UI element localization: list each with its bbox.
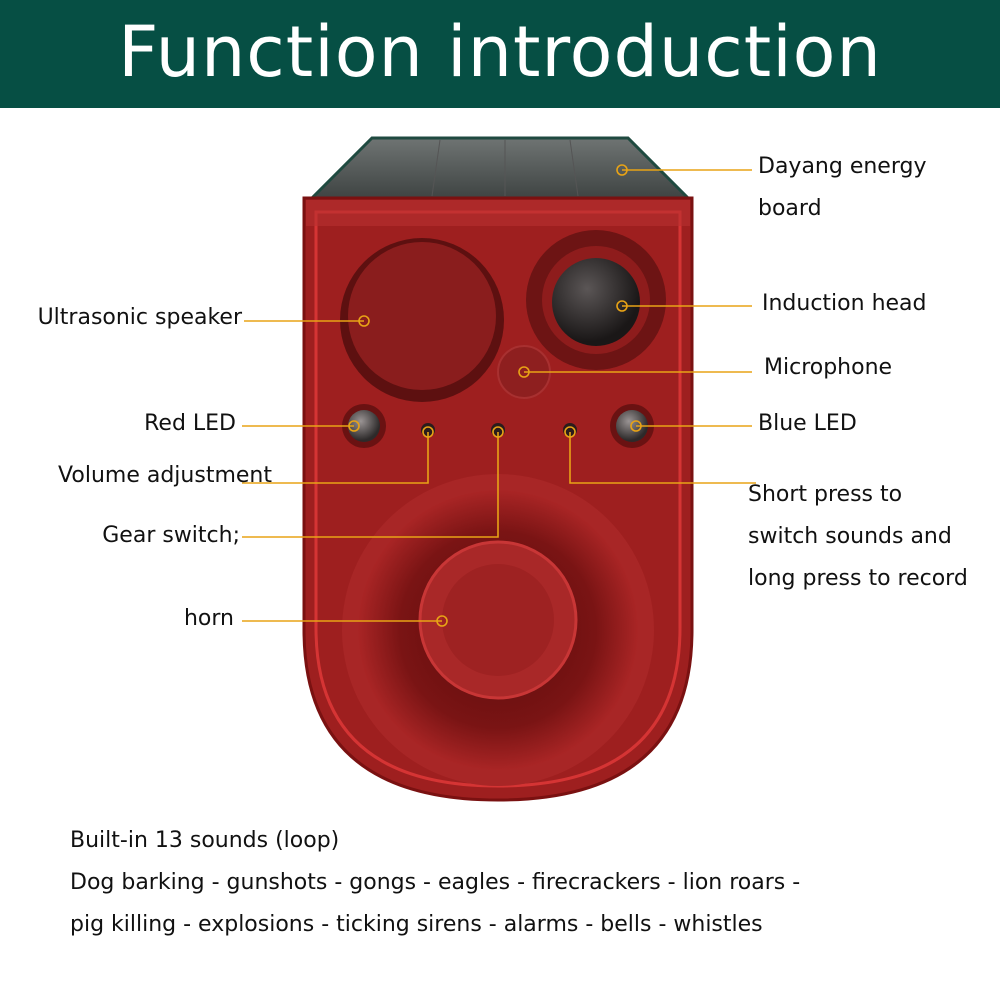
label-volume: Volume adjustment [58,463,272,488]
leader-dots [348,164,642,627]
label-sound-button-line1: Short press to [748,482,903,507]
label-gear-switch: Gear switch; [102,523,240,548]
induction-head [526,230,666,370]
sound-list: Built-in 13 sounds (loop) Dog barking - … [70,820,970,946]
header-banner [0,0,1000,108]
sound-list-line2: pig killing - explosions - ticking siren… [70,912,763,937]
label-horn: horn [183,606,234,631]
label-blue-led: Blue LED [758,411,857,436]
label-induction-head: Induction head [762,291,927,316]
label-solar-panel-line2: board [758,196,822,221]
ultrasonic-speaker [340,238,504,402]
label-ultrasonic-speaker: Ultrasonic speaker [37,305,242,330]
label-sound-button-line3: long press to record [748,566,968,591]
control-buttons [421,423,577,437]
label-sound-button: Short press to switch sounds and long pr… [748,474,968,600]
label-sound-button-line2: switch sounds and [748,524,952,549]
sound-list-heading: Built-in 13 sounds (loop) [70,828,340,853]
blue-led [610,404,654,448]
label-solar-panel: Dayang energy board [758,146,926,230]
solar-panel [308,136,692,200]
leader-lines [242,169,756,622]
label-solar-panel-line1: Dayang energy [758,154,927,179]
horn [342,474,654,786]
label-red-led: Red LED [144,411,236,436]
sound-list-line1: Dog barking - gunshots - gongs - eagles … [70,870,801,895]
label-microphone: Microphone [764,355,893,380]
page-title: Function introduction [118,11,882,93]
red-led [342,404,386,448]
